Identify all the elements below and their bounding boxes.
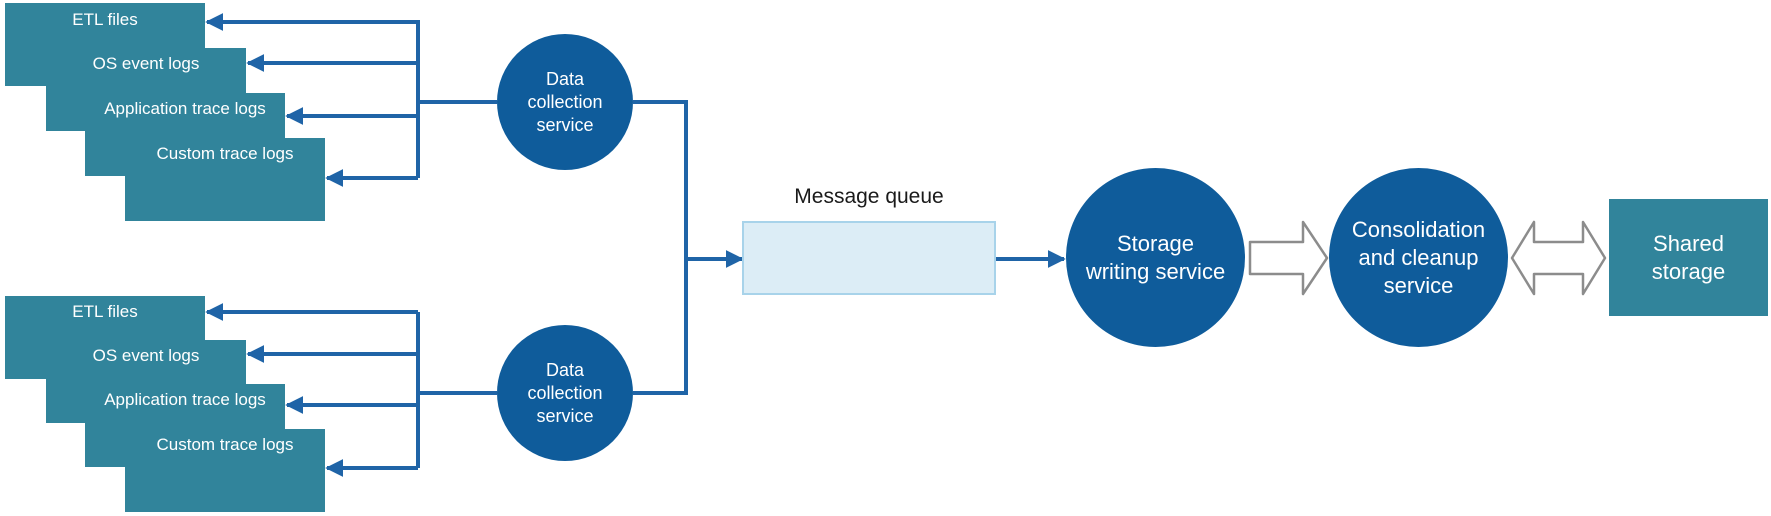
collector-bottom-line-1: Data xyxy=(545,359,584,380)
collector-bottom-line-3: service xyxy=(536,405,594,426)
consolidation-shared-double-arrow xyxy=(1510,220,1607,296)
consolidation-line-3: service xyxy=(1383,272,1454,298)
storage-to-consolidation-arrow xyxy=(1248,220,1329,296)
shared-storage: Shared storage xyxy=(1609,199,1768,316)
shared-storage-line-2: storage xyxy=(1651,258,1726,284)
shared-storage-line-1: Shared xyxy=(1653,230,1724,256)
consolidation-line-2: and cleanup xyxy=(1358,244,1479,270)
source-label-os-top: OS event logs xyxy=(92,54,200,73)
source-label-custom-bottom: Custom trace logs xyxy=(156,435,294,454)
source-label-etl-top: ETL files xyxy=(72,10,138,29)
source-label-etl-bottom: ETL files xyxy=(72,302,138,321)
source-box-custom-top xyxy=(125,138,325,221)
source-label-os-bottom: OS event logs xyxy=(92,346,200,365)
source-box-custom-bottom xyxy=(125,429,325,512)
source-label-app-bottom: Application trace logs xyxy=(104,390,266,409)
storage-writing-line-1: Storage xyxy=(1116,230,1195,256)
consolidation-cleanup-service: Consolidation and cleanup service xyxy=(1329,168,1508,347)
storage-writing-service: Storage writing service xyxy=(1066,168,1245,347)
collector-bottom-line-2: collection xyxy=(527,382,603,403)
source-label-custom-top: Custom trace logs xyxy=(156,144,294,163)
storage-writing-line-2: writing service xyxy=(1085,258,1226,284)
collector-top-line-3: service xyxy=(536,114,594,135)
data-collection-service-top: Data collection service xyxy=(497,34,633,170)
collector-top-line-1: Data xyxy=(545,68,584,89)
message-queue xyxy=(742,221,996,295)
data-collection-service-bottom: Data collection service xyxy=(497,325,633,461)
source-label-app-top: Application trace logs xyxy=(104,99,266,118)
message-queue-label: Message queue xyxy=(794,185,944,208)
collector-top-line-2: collection xyxy=(527,91,603,112)
collector-merge-line xyxy=(633,100,688,395)
consolidation-line-1: Consolidation xyxy=(1351,216,1486,242)
